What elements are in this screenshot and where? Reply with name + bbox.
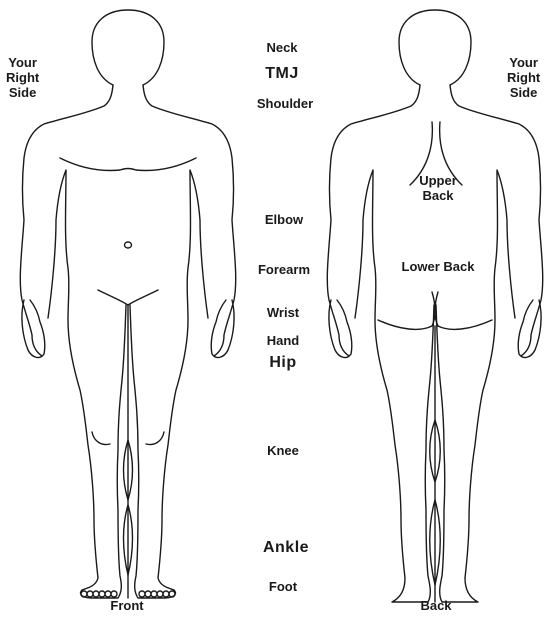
back-caption: Back bbox=[420, 598, 451, 613]
front-body-right bbox=[130, 85, 236, 598]
lower-back-label[interactable]: Lower Back bbox=[402, 259, 475, 274]
wrist-label[interactable]: Wrist bbox=[267, 305, 299, 320]
upper-back-word-2: Back bbox=[419, 188, 457, 203]
front-chest-line bbox=[60, 158, 196, 171]
back-right-side-label: Your Right Side bbox=[507, 55, 540, 100]
front-left-knee bbox=[92, 432, 110, 445]
shoulder-label[interactable]: Shoulder bbox=[257, 96, 313, 111]
front-side-word-3: Side bbox=[6, 85, 39, 100]
back-right-hand bbox=[518, 300, 541, 357]
back-buttocks bbox=[378, 292, 492, 329]
upper-back-word-1: Upper bbox=[419, 173, 457, 188]
forearm-label[interactable]: Forearm bbox=[258, 262, 310, 277]
front-side-word-1: Your bbox=[6, 55, 39, 70]
upper-back-label[interactable]: Upper Back bbox=[419, 173, 457, 203]
hand-label[interactable]: Hand bbox=[267, 333, 300, 348]
front-right-side-label: Your Right Side bbox=[6, 55, 39, 100]
front-caption: Front bbox=[110, 598, 143, 613]
front-head bbox=[92, 10, 164, 85]
hip-label[interactable]: Hip bbox=[269, 355, 296, 370]
front-figure bbox=[20, 10, 235, 598]
back-head bbox=[399, 10, 471, 85]
tmj-label[interactable]: TMJ bbox=[265, 66, 299, 81]
back-side-word-3: Side bbox=[507, 85, 540, 100]
front-side-word-2: Right bbox=[6, 70, 39, 85]
front-groin bbox=[98, 290, 158, 305]
back-body-right bbox=[436, 85, 543, 602]
front-left-hand bbox=[22, 300, 45, 357]
back-left-hand bbox=[329, 300, 352, 357]
front-right-knee bbox=[146, 432, 164, 445]
back-side-word-2: Right bbox=[507, 70, 540, 85]
front-body-left bbox=[20, 85, 126, 598]
knee-label[interactable]: Knee bbox=[267, 443, 299, 458]
back-side-word-1: Your bbox=[507, 55, 540, 70]
neck-label[interactable]: Neck bbox=[266, 40, 297, 55]
ankle-label[interactable]: Ankle bbox=[263, 540, 309, 555]
foot-label[interactable]: Foot bbox=[269, 579, 297, 594]
elbow-label[interactable]: Elbow bbox=[265, 212, 303, 227]
back-body-left bbox=[327, 85, 434, 602]
front-navel bbox=[125, 242, 132, 248]
front-right-hand bbox=[211, 300, 234, 357]
